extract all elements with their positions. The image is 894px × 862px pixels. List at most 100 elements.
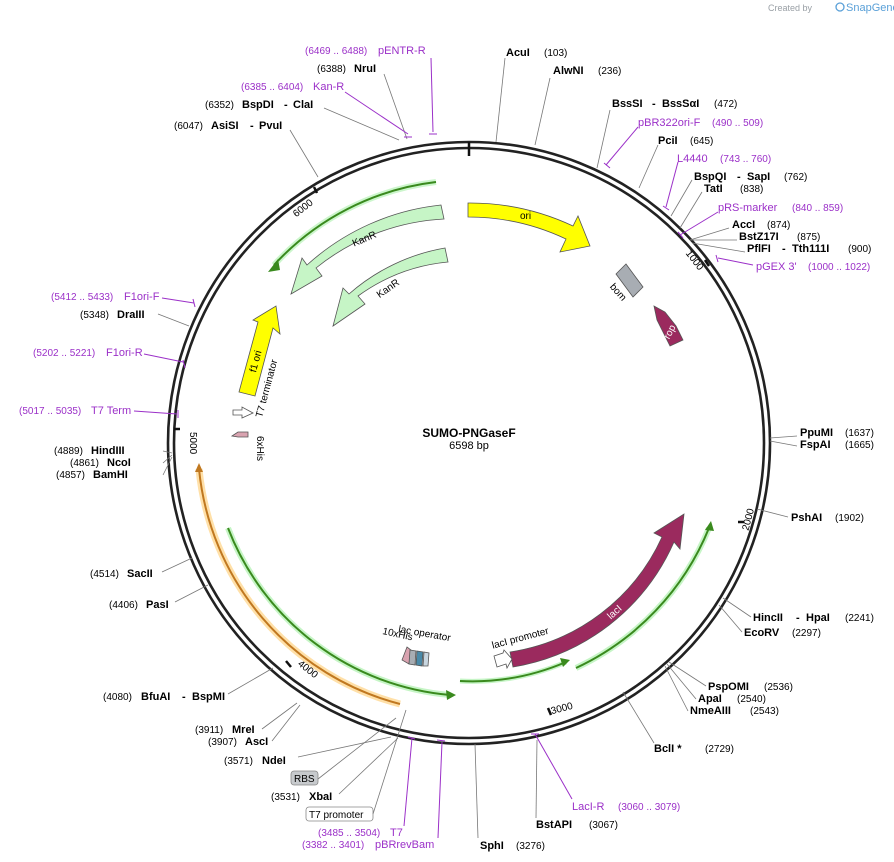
tick-mark-4000: [285, 660, 292, 668]
primer-pbr322ori-f[interactable]: pBR322ori-F: [638, 117, 701, 129]
svg-text:-: -: [250, 120, 254, 132]
primer-labels: (6469 .. 6488) pENTR-R (6385 .. 6404) Ka…: [19, 45, 870, 851]
snapgene-brand: SnapGene: [846, 2, 894, 14]
svg-text:(1637): (1637): [845, 428, 874, 439]
t7-promoter-label: T7 promoter: [309, 810, 364, 821]
enzyme-sapi: SapI: [747, 171, 770, 183]
primer-pentr-r[interactable]: pENTR-R: [378, 45, 426, 57]
enzyme-bsssi[interactable]: BssSI: [612, 98, 643, 110]
enzyme-hindiii[interactable]: HindIII: [91, 445, 125, 457]
enzyme-apai[interactable]: ApaI: [698, 693, 722, 705]
primer-kan-r[interactable]: Kan-R: [313, 81, 344, 93]
primer-pbrrevbam[interactable]: pBRrevBam: [375, 839, 434, 851]
svg-text:(840 .. 859): (840 .. 859): [792, 203, 843, 214]
enzyme-pshai[interactable]: PshAI: [791, 512, 822, 524]
feature-orf-green-bottom[interactable]: [225, 526, 456, 700]
svg-text:(6352): (6352): [205, 100, 234, 111]
enzyme-bfuai[interactable]: BfuAI: [141, 691, 170, 703]
enzyme-pspomi[interactable]: PspOMI: [708, 681, 749, 693]
svg-text:-: -: [737, 171, 741, 183]
svg-text:(6388): (6388): [317, 64, 346, 75]
enzyme-hincii[interactable]: HincII: [753, 612, 783, 624]
tick-mark-1000: [703, 259, 711, 267]
svg-text:(3276): (3276): [516, 841, 545, 852]
svg-text:(3382 .. 3401): (3382 .. 3401): [302, 840, 364, 851]
snapgene-logo-icon: [835, 2, 845, 12]
svg-text:(3531): (3531): [271, 792, 300, 803]
enzyme-fspai[interactable]: FspAI: [800, 439, 831, 451]
svg-text:(5202 .. 5221): (5202 .. 5221): [33, 348, 95, 359]
primer-pgex3[interactable]: pGEX 3': [756, 261, 797, 273]
svg-text:(2729): (2729): [705, 744, 734, 755]
enzyme-asisi[interactable]: AsiSI: [211, 120, 239, 132]
primer-f1ori-r[interactable]: F1ori-R: [106, 347, 143, 359]
enzyme-mrei[interactable]: MreI: [232, 724, 255, 736]
svg-text:(743 .. 760): (743 .. 760): [720, 154, 771, 165]
primer-t7[interactable]: T7: [390, 827, 403, 839]
svg-text:(6047): (6047): [174, 121, 203, 132]
enzyme-xbai[interactable]: XbaI: [309, 791, 332, 803]
enzyme-tati[interactable]: TatI: [704, 183, 723, 195]
feature-orf-green-right[interactable]: [459, 521, 714, 684]
enzyme-bspdi[interactable]: BspDI: [242, 99, 274, 111]
tick-3000: 3000: [550, 701, 575, 717]
enzyme-bstz17i[interactable]: BstZ17I: [739, 231, 779, 243]
feature-rop[interactable]: rop: [653, 305, 684, 347]
primer-f1ori-f[interactable]: F1ori-F: [124, 291, 160, 303]
enzyme-ndei[interactable]: NdeI: [262, 755, 286, 767]
svg-text:(4406): (4406): [109, 600, 138, 611]
feature-lac-operator[interactable]: lac operator 10xHis: [381, 624, 452, 667]
tick-5000: 5000: [187, 432, 198, 455]
enzyme-nrui[interactable]: NruI: [354, 63, 376, 75]
svg-text:-: -: [796, 612, 800, 624]
svg-text:(2543): (2543): [750, 706, 779, 717]
enzyme-bamhi[interactable]: BamHI: [93, 469, 128, 481]
enzyme-pcii[interactable]: PciI: [658, 135, 678, 147]
svg-text:(2297): (2297): [792, 628, 821, 639]
primer-prs-marker[interactable]: pRS-marker: [718, 202, 778, 214]
svg-text:-: -: [782, 243, 786, 255]
feature-ori[interactable]: ori: [467, 202, 591, 253]
enzyme-bspqi[interactable]: BspQI: [694, 171, 726, 183]
ori-label: ori: [520, 211, 531, 222]
enzyme-acui[interactable]: AcuI: [506, 47, 530, 59]
feature-kanr-2[interactable]: KanR: [332, 247, 449, 327]
enzyme-ppumi[interactable]: PpuMI: [800, 427, 833, 439]
primer-laci-r[interactable]: LacI-R: [572, 801, 604, 813]
enzyme-alwni[interactable]: AlwNI: [553, 65, 584, 77]
svg-text:(5017 .. 5035): (5017 .. 5035): [19, 406, 81, 417]
enzyme-asci[interactable]: AscI: [245, 736, 268, 748]
svg-text:(2536): (2536): [764, 682, 793, 693]
enzyme-acci[interactable]: AccI: [732, 219, 755, 231]
feature-6xhis[interactable]: 6xHis: [230, 431, 265, 461]
svg-text:(4889): (4889): [54, 446, 83, 457]
enzyme-ecorv[interactable]: EcoRV: [744, 627, 780, 639]
primer-l4440[interactable]: L4440: [677, 153, 708, 165]
feature-t7-promoter[interactable]: T7 promoter: [305, 709, 407, 822]
enzyme-bcli[interactable]: BclI *: [654, 743, 682, 755]
enzyme-nmeaiii[interactable]: NmeAIII: [690, 705, 731, 717]
feature-orf-top[interactable]: [268, 179, 437, 272]
feature-rbs[interactable]: RBS: [290, 717, 397, 786]
enzyme-draiii[interactable]: DraIII: [117, 309, 145, 321]
feature-f1-ori[interactable]: f1 ori: [238, 305, 281, 397]
enzyme-ncoi[interactable]: NcoI: [107, 457, 131, 469]
enzyme-tth111i: Tth111I: [792, 243, 829, 255]
svg-text:(6385 .. 6404): (6385 .. 6404): [241, 82, 303, 93]
feature-bom[interactable]: bom: [607, 263, 644, 303]
enzyme-pvui: PvuI: [259, 120, 282, 132]
svg-text:(4857): (4857): [56, 470, 85, 481]
enzyme-sphi[interactable]: SphI: [480, 840, 504, 852]
enzyme-pflfi[interactable]: PflFI: [747, 243, 771, 255]
enzyme-bstapi[interactable]: BstAPI: [536, 819, 572, 831]
enzyme-pasi[interactable]: PasI: [146, 599, 169, 611]
feature-laci[interactable]: lacI: [509, 513, 685, 668]
svg-text:(4514): (4514): [90, 569, 119, 580]
feature-orf-orange[interactable]: [195, 463, 401, 708]
primer-t7-term[interactable]: T7 Term: [91, 405, 131, 417]
enzyme-sacii[interactable]: SacII: [127, 568, 153, 580]
svg-text:(3571): (3571): [224, 756, 253, 767]
created-by-label: Created by: [768, 3, 813, 13]
svg-text:(762): (762): [784, 172, 807, 183]
